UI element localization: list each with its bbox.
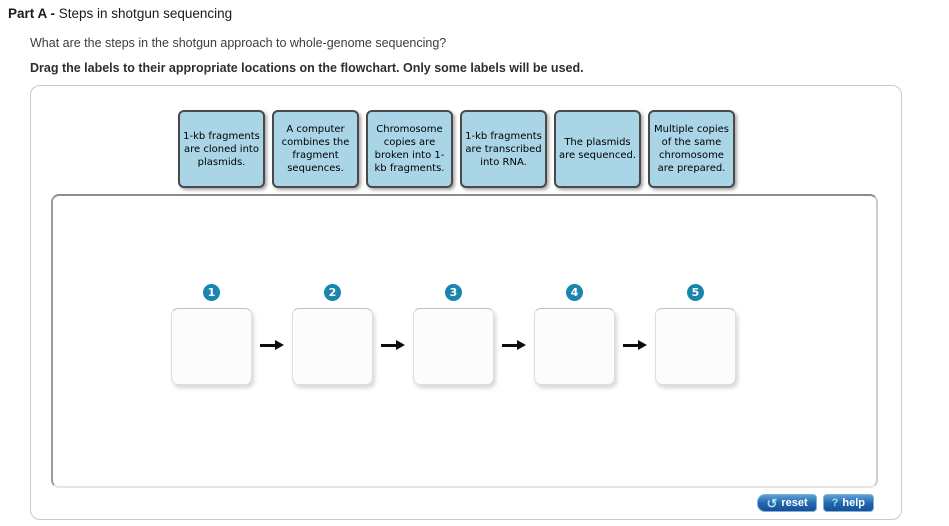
flowchart-canvas: 1 2 3 xyxy=(51,194,878,488)
step-number-badge-1: 1 xyxy=(203,284,220,301)
question-text: What are the steps in the shotgun approa… xyxy=(30,36,447,50)
arrow-right-icon xyxy=(252,340,292,350)
reset-button-label: reset xyxy=(781,497,808,509)
arrow-right-icon xyxy=(494,340,534,350)
drop-target-1[interactable] xyxy=(171,308,252,385)
reset-icon: ↺ xyxy=(766,495,778,511)
part-label: Part A - xyxy=(8,6,59,21)
drag-label-4[interactable]: 1-kb fragments are transcribed into RNA. xyxy=(460,110,547,188)
drop-target-2[interactable] xyxy=(292,308,373,385)
drag-label-5[interactable]: The plasmids are sequenced. xyxy=(554,110,641,188)
drag-label-2[interactable]: A computer combines the fragment sequenc… xyxy=(272,110,359,188)
flowchart-step-5: 5 xyxy=(655,284,736,385)
drag-label-6[interactable]: Multiple copies of the same chromosome a… xyxy=(648,110,735,188)
flowchart-step-1: 1 xyxy=(171,284,252,385)
help-button[interactable]: ? help xyxy=(822,494,874,512)
help-button-label: help xyxy=(842,497,865,509)
drop-target-5[interactable] xyxy=(655,308,736,385)
label-bank: 1-kb fragments are cloned into plasmids.… xyxy=(178,110,735,188)
activity-panel: 1-kb fragments are cloned into plasmids.… xyxy=(30,85,902,520)
drop-target-4[interactable] xyxy=(534,308,615,385)
drag-label-3[interactable]: Chromosome copies are broken into 1-kb f… xyxy=(366,110,453,188)
instruction-text: Drag the labels to their appropriate loc… xyxy=(30,61,584,75)
step-number-badge-5: 5 xyxy=(687,284,704,301)
drop-target-3[interactable] xyxy=(413,308,494,385)
part-title-text: Steps in shotgun sequencing xyxy=(58,6,233,21)
step-number-badge-2: 2 xyxy=(324,284,341,301)
page-title: Part A - Steps in shotgun sequencing xyxy=(8,6,232,21)
help-icon: ? xyxy=(831,496,839,509)
flowchart-step-2: 2 xyxy=(292,284,373,385)
flowchart-step-3: 3 xyxy=(413,284,494,385)
step-number-badge-4: 4 xyxy=(566,284,583,301)
toolbar: ↺ reset ? help xyxy=(757,494,874,512)
arrow-right-icon xyxy=(373,340,413,350)
arrow-right-icon xyxy=(615,340,655,350)
flowchart-step-4: 4 xyxy=(534,284,615,385)
flowchart-steps: 1 2 3 xyxy=(171,284,736,385)
step-number-badge-3: 3 xyxy=(445,284,462,301)
reset-button[interactable]: ↺ reset xyxy=(757,494,817,512)
drag-label-1[interactable]: 1-kb fragments are cloned into plasmids. xyxy=(178,110,265,188)
